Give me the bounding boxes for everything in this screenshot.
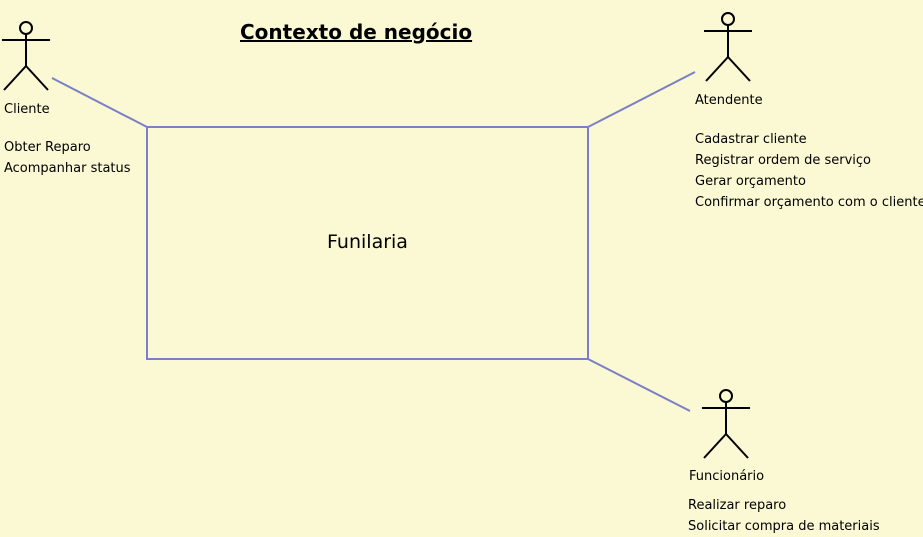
diagram-title: Contexto de negócio — [240, 20, 473, 44]
actor-actions-atendente: Cadastrar cliente Registrar ordem de ser… — [695, 129, 923, 213]
action-item: Realizar reparo — [688, 498, 787, 513]
system-box[interactable] — [146, 126, 589, 360]
action-item: Confirmar orçamento com o cliente — [695, 195, 923, 210]
actor-label-funcionario: Funcionário — [689, 469, 765, 484]
actor-label-atendente: Atendente — [695, 93, 763, 108]
stick-figure-icon[interactable] — [2, 21, 50, 91]
connector-funcionario — [587, 358, 691, 412]
action-item: Gerar orçamento — [695, 174, 806, 189]
stick-figure-icon[interactable] — [702, 389, 750, 459]
action-item: Acompanhar status — [4, 161, 131, 176]
actor-actions-funcionario: Realizar reparo Solicitar compra de mate… — [688, 495, 880, 537]
stick-figure-icon[interactable] — [704, 12, 752, 82]
action-item: Registrar ordem de serviço — [695, 153, 871, 168]
action-item: Cadastrar cliente — [695, 132, 807, 147]
actor-actions-cliente: Obter Reparo Acompanhar status — [4, 137, 131, 179]
connector-cliente — [51, 77, 148, 128]
action-item: Obter Reparo — [4, 140, 91, 155]
action-item: Solicitar compra de materiais — [688, 519, 880, 534]
connector-atendente — [587, 71, 696, 128]
system-label: Funilaria — [327, 231, 408, 253]
actor-label-cliente: Cliente — [4, 102, 50, 117]
